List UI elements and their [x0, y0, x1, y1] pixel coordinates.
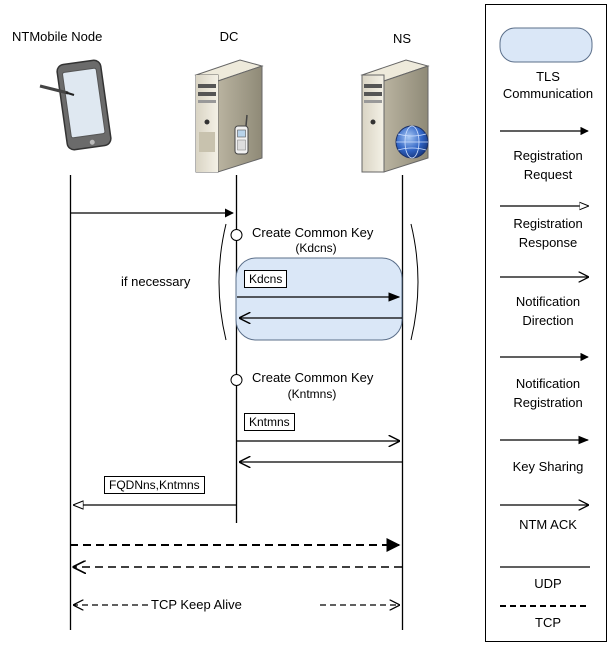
legend-registration-request-text: Registration Request [485, 146, 611, 184]
actor-node-label: NTMobile Node [12, 29, 103, 44]
legend-registration-response-text: Registration Response [485, 214, 611, 252]
legend-tls-line2: Communication [502, 86, 594, 101]
process-circle-2 [230, 374, 243, 386]
legend-registration-request-line1: Registration [513, 148, 583, 163]
legend-tls-text: TLS Communication [485, 68, 611, 102]
legend-ntm-ack-text: NTM ACK [519, 517, 577, 532]
legend-tcp-text: TCP [535, 615, 561, 630]
legend-notification-direction-text: Notification Direction [485, 292, 611, 330]
process-circle-1 [230, 229, 243, 241]
actor-ns-label: NS [392, 31, 412, 46]
condition-bracket-left [218, 223, 227, 341]
create-key-1-sub: (Kdcns) [295, 241, 337, 255]
legend-notification-registration-text: Notification Registration [485, 374, 611, 412]
kntmns-label: Kntmns [244, 413, 295, 431]
legend-udp-text: UDP [534, 576, 562, 591]
tcp-keep-alive-label: TCP Keep Alive [150, 597, 243, 612]
legend-notification-registration-line1: Notification [515, 376, 581, 391]
create-key-2-label: Create Common Key [252, 370, 374, 385]
tablet-icon [39, 59, 112, 151]
create-key-2-sub: (Kntmns) [287, 387, 337, 401]
legend-registration-response-line1: Registration [513, 216, 583, 231]
legend-key-sharing-text: Key Sharing [512, 459, 584, 474]
legend-registration-response-line2: Response [518, 235, 578, 250]
legend-notification-direction-line2: Direction [522, 313, 574, 328]
legend-panel [485, 4, 607, 642]
legend-notification-registration-line2: Registration [513, 395, 583, 410]
ns-server-icon [360, 59, 430, 173]
legend-tls-shape [499, 27, 593, 63]
legend-registration-request-line2: Request [523, 167, 573, 182]
if-necessary-label: if necessary [121, 274, 191, 289]
legend-notification-direction-line1: Notification [515, 294, 581, 309]
legend-tls-line1: TLS [536, 69, 560, 84]
create-key-1-label: Create Common Key [252, 225, 374, 240]
condition-bracket-right [410, 223, 419, 341]
actor-dc-label: DC [219, 29, 239, 44]
dc-server-icon [194, 59, 264, 173]
fqdn-label: FQDNns,Kntmns [104, 476, 205, 494]
kdcns-label: Kdcns [244, 270, 288, 288]
